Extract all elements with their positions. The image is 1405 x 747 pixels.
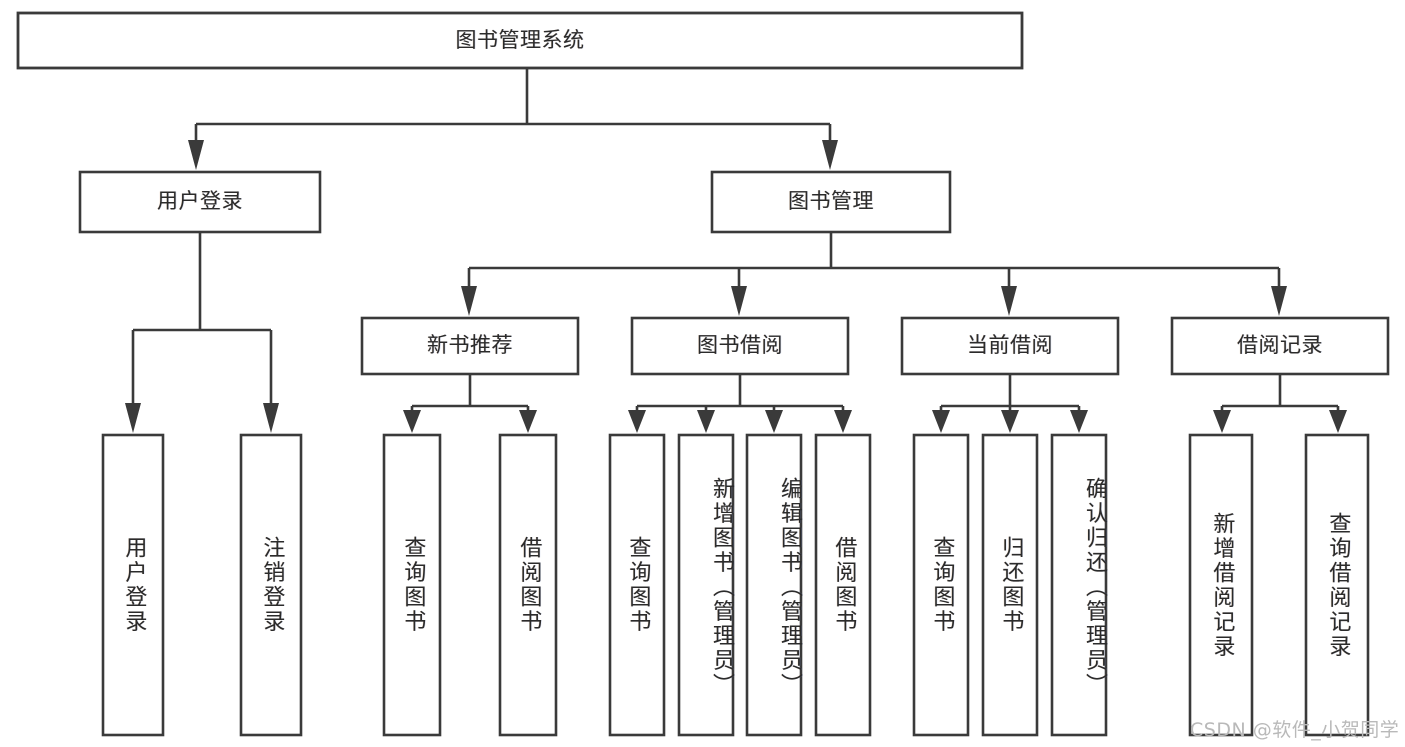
node-box-borrow-record[interactable] bbox=[1170, 316, 1390, 376]
node-box-new-book-recommend[interactable] bbox=[360, 316, 580, 376]
leaf-box-13[interactable] bbox=[1304, 433, 1370, 737]
arrow-head-level3-4 bbox=[1271, 286, 1287, 316]
node-box-root[interactable] bbox=[16, 11, 1024, 70]
node-box-user-login[interactable] bbox=[78, 170, 322, 234]
leaf-box-1[interactable] bbox=[101, 433, 165, 737]
node-box-book-borrow[interactable] bbox=[630, 316, 850, 376]
node-box-current-borrow[interactable] bbox=[900, 316, 1120, 376]
arrow-head-level3-1 bbox=[461, 286, 477, 316]
arrow-head-newbook-1 bbox=[403, 410, 421, 433]
arrow-head-level3-2 bbox=[731, 286, 747, 316]
arrow-head-userlogin-2 bbox=[263, 403, 279, 433]
arrow-head-borrow-4 bbox=[834, 410, 852, 433]
node-box-book-management[interactable] bbox=[710, 170, 952, 234]
arrow-head-level2-2 bbox=[822, 140, 838, 170]
arrow-head-borrow-3 bbox=[765, 410, 783, 433]
leaf-box-2[interactable] bbox=[239, 433, 303, 737]
leaf-box-4[interactable] bbox=[498, 433, 558, 737]
arrow-head-record-1 bbox=[1213, 410, 1231, 433]
leaf-box-12[interactable] bbox=[1188, 433, 1254, 737]
arrow-head-current-2 bbox=[1001, 410, 1019, 433]
arrow-head-current-3 bbox=[1070, 410, 1088, 433]
arrow-head-borrow-2 bbox=[697, 410, 715, 433]
leaf-box-9[interactable] bbox=[912, 433, 970, 737]
arrow-head-borrow-1 bbox=[628, 410, 646, 433]
arrow-head-userlogin-1 bbox=[125, 403, 141, 433]
arrow-head-level2-1 bbox=[188, 140, 204, 170]
leaf-box-8[interactable] bbox=[814, 433, 872, 737]
arrow-head-level3-3 bbox=[1001, 286, 1017, 316]
leaf-box-5[interactable] bbox=[608, 433, 666, 737]
leaf-box-10[interactable] bbox=[981, 433, 1039, 737]
leaf-box-11[interactable] bbox=[1050, 433, 1108, 737]
leaf-box-7[interactable] bbox=[745, 433, 803, 737]
leaf-box-3[interactable] bbox=[382, 433, 442, 737]
arrow-head-current-1 bbox=[932, 410, 950, 433]
arrow-head-newbook-2 bbox=[519, 410, 537, 433]
leaf-box-6[interactable] bbox=[677, 433, 735, 737]
arrow-head-record-2 bbox=[1329, 410, 1347, 433]
